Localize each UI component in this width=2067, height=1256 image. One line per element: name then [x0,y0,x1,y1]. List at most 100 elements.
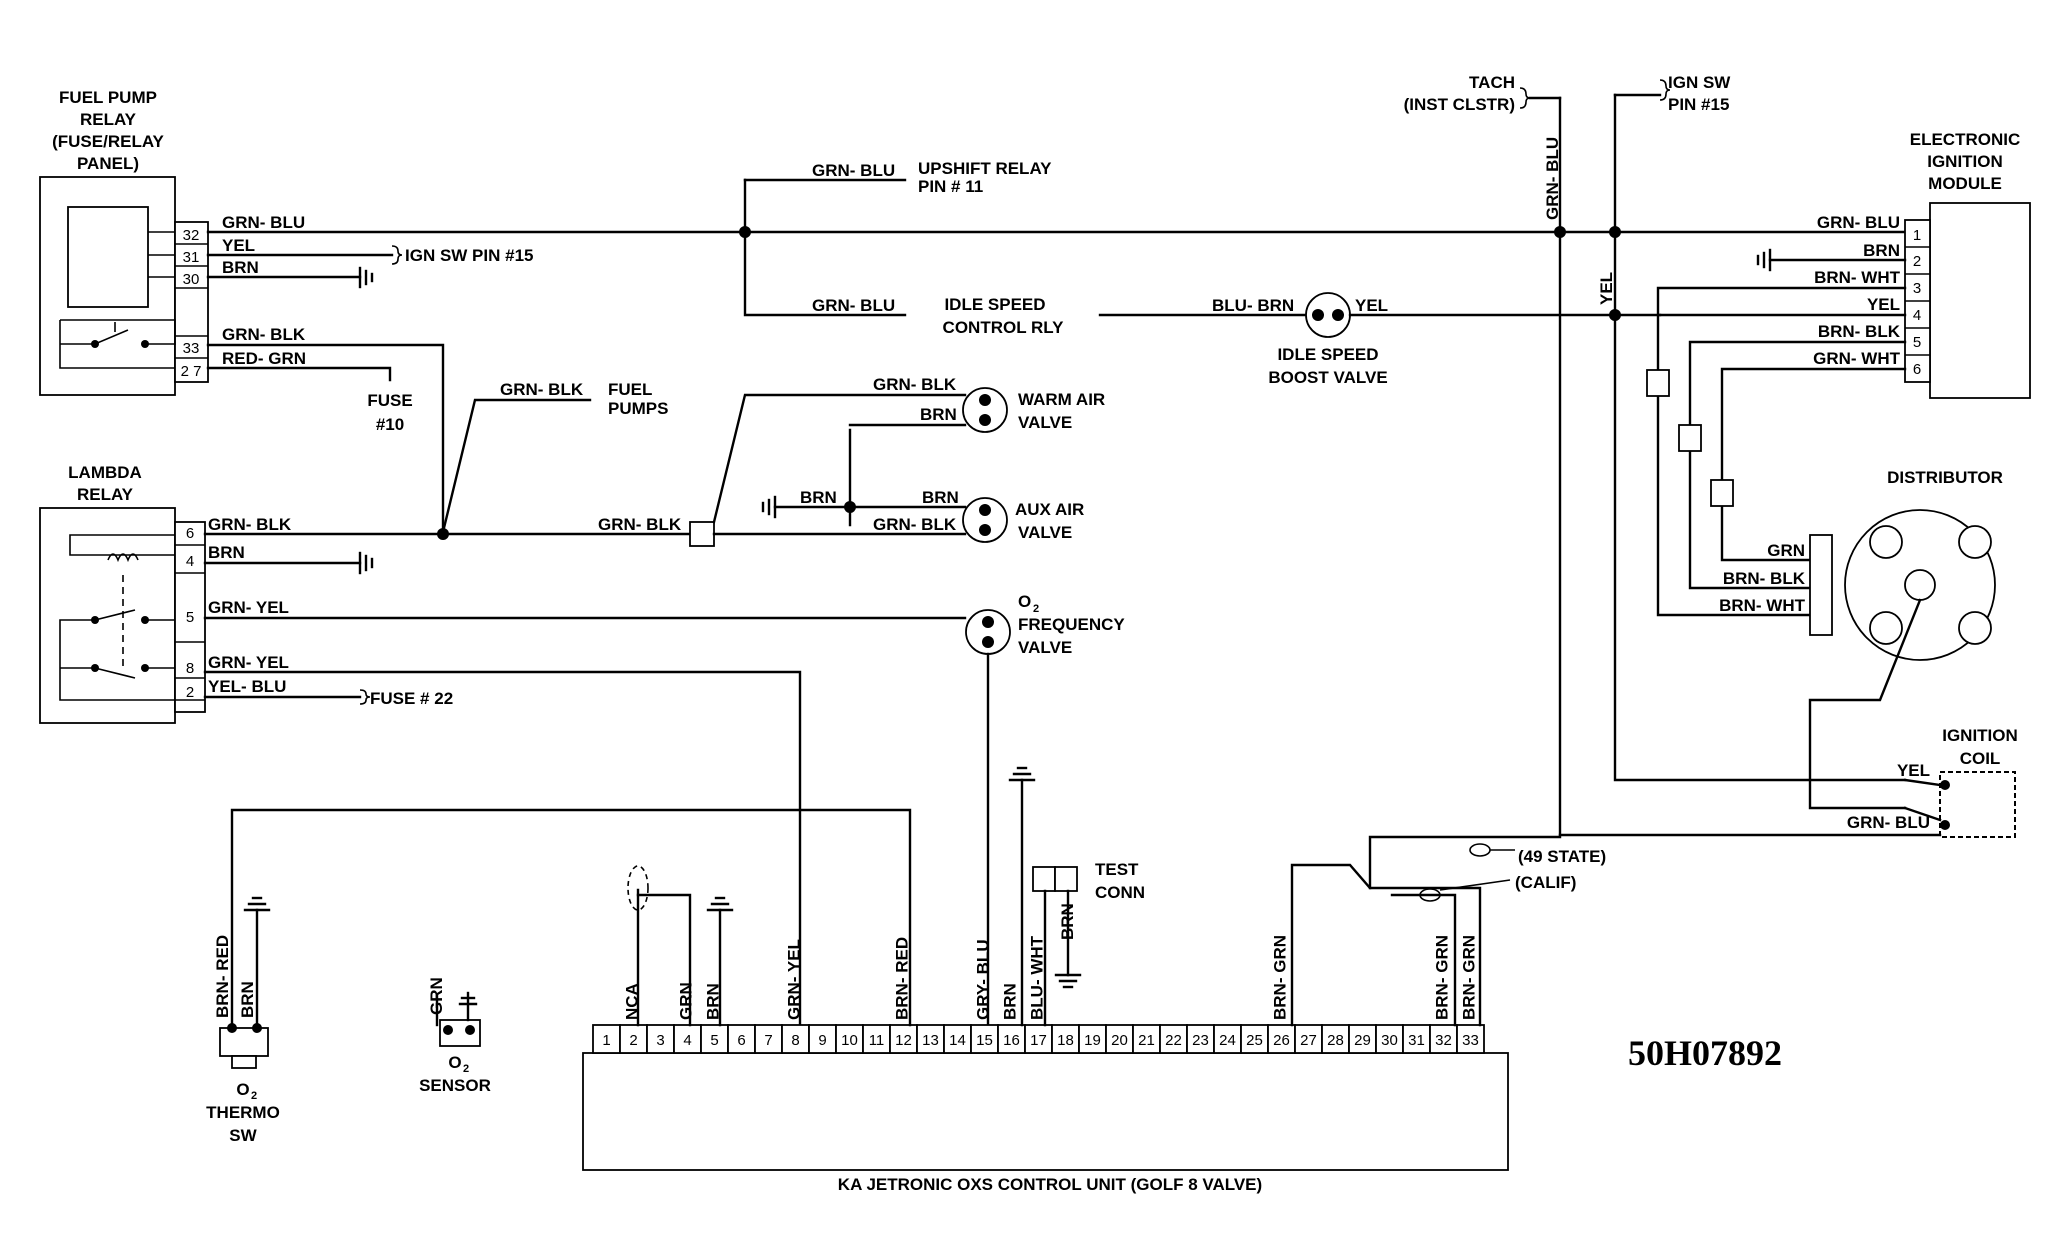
fuel-pump-relay-title-3: (FUSE/RELAY [52,132,164,151]
lr-pin-4: 4 [186,553,194,570]
idle-boost-wire-2: YEL [1355,296,1388,315]
lr-wire-4: BRN [208,543,245,562]
cu-pin-number: 32 [1435,1032,1452,1049]
cu-pin-number: 27 [1300,1032,1317,1049]
fp-wire-32: GRN- BLU [222,213,305,232]
warm-air-label-1: WARM AIR [1018,390,1105,409]
lambda-relay-box [39,507,176,724]
cu-pin-number: 21 [1138,1032,1155,1049]
aux-air-label-2: VALVE [1018,523,1072,542]
cu-pin-cell [1024,1024,1053,1054]
coil-body [1939,771,2016,838]
thermo-label-3: SW [229,1126,257,1145]
cu-pin-number: 29 [1354,1032,1371,1049]
ecm-connector-1 [1646,369,1670,397]
cu-pin-cell [835,1024,864,1054]
cu-pin-cell [808,1024,837,1054]
cu-pin-cell [1186,1024,1215,1054]
lambda-title-1: LAMBDA [68,463,142,482]
fuse10-label-2: #10 [376,415,404,434]
upshift-branch: GRN- BLU UPSHIFT RELAY PIN # 11 GRN- BLU… [739,159,1662,387]
cu-pin-cell [1051,1024,1080,1054]
cu-wire-label: BLU- WHT [1028,935,1047,1020]
aux-air-wire-1: BRN [922,488,959,507]
test-conn-label-2: CONN [1095,883,1145,902]
o2-sensor: GRN O 2 SENSOR [419,977,491,1095]
test-conn-b [1054,866,1078,892]
fuel-pumps-label-1: FUEL [608,380,652,399]
cu-wire-label: GRN [677,982,696,1020]
idle-boost-label-1: IDLE SPEED [1277,345,1378,364]
ecm-wire-4: YEL [1867,295,1900,314]
dist-wire-brn-blk: BRN- BLK [1723,569,1806,588]
cu-pin-number: 28 [1327,1032,1344,1049]
upshift-label-2: PIN # 11 [918,177,983,196]
distributor-connector [1809,534,1833,636]
state49-label: (49 STATE) [1518,847,1606,866]
idle-rly-label-2: CONTROL RLY [943,318,1065,337]
ignition-module: ELECTRONIC IGNITION MODULE 1 2 3 4 5 6 G… [1646,130,2031,617]
control-unit-caption: KA JETRONIC OXS CONTROL UNIT (GOLF 8 VAL… [838,1175,1262,1194]
fp-pin-30: 30 [183,271,200,288]
upshift-wire: GRN- BLU [812,161,895,180]
warm-air-valve [962,387,1008,433]
cu-pin-number: 23 [1192,1032,1209,1049]
test-conn-wire: BRN [1058,903,1077,940]
thermo-wire-1: BRN- RED [213,935,232,1018]
cu-pin-number: 7 [764,1032,772,1049]
distributor: DISTRIBUTOR GRN BRN- BLK BRN- WHT [1719,468,2003,810]
cu-pin-number: 3 [656,1032,664,1049]
o2-thermo-switch: BRN- RED BRN O 2 THERMO SW [206,896,280,1145]
fp-pin-31: 31 [183,249,200,266]
cu-pin-cell [781,1024,810,1054]
cu-pin-cell [1321,1024,1350,1054]
ecm-pin-1: 1 [1913,227,1921,244]
diagram-code: 50H07892 [1628,1033,1782,1073]
ecm-wire-1: GRN- BLU [1817,213,1900,232]
o2-sensor-label-1: O [448,1053,461,1072]
idle-boost-wire-1: BLU- BRN [1212,296,1294,315]
fuel-pumps-wire: GRN- BLK [500,380,584,399]
lr-wire-2: YEL- BLU [208,677,286,696]
cu-pin-cell [1402,1024,1431,1054]
ign-sw-top-2: PIN #15 [1668,95,1729,114]
ecm-pin-4: 4 [1913,307,1921,324]
cu-pin-number: 20 [1111,1032,1128,1049]
ground-symbol-test [1054,973,1082,989]
cu-pin-number: 4 [683,1032,691,1049]
cu-pin-number: 18 [1057,1032,1074,1049]
test-conn-label-1: TEST [1095,860,1139,879]
cu-pin-number: 25 [1246,1032,1263,1049]
fp-pin-27: 2 7 [181,363,202,380]
lambda-relay-wires: GRN- BLK GRN- BLK BRN GRN- YEL GRN- YEL … [203,393,967,1027]
o2-freq-label-3: VALVE [1018,638,1072,657]
ecm-wire-6: GRN- WHT [1813,349,1900,368]
cu-wire-label: BRN- GRN [1271,935,1290,1020]
coil-wire-yel: YEL [1897,761,1930,780]
ground-symbol-pin16 [1008,766,1036,782]
cu-pin-number: 6 [737,1032,745,1049]
aux-air-label-1: AUX AIR [1015,500,1084,519]
ground-symbol-lr4 [358,551,374,575]
cu-pin-number: 19 [1084,1032,1101,1049]
cu-pin-cell [1213,1024,1242,1054]
coil-wire-grn-blu: GRN- BLU [1847,813,1930,832]
ecm-pin-5: 5 [1913,334,1921,351]
cu-pin-number: 15 [976,1032,993,1049]
cu-pin-number: 26 [1273,1032,1290,1049]
cu-pin-number: 24 [1219,1032,1236,1049]
fp-wire-27: RED- GRN [222,349,306,368]
lr-wire-8: GRN- YEL [208,653,289,672]
fuel-pump-relay-title-4: PANEL) [77,154,139,173]
fp-wire-33: GRN- BLK [222,325,306,344]
ign-sw-pin15-label: IGN SW PIN #15 [405,246,533,265]
cu-pin-cell [970,1024,999,1054]
ecm-title-1: ELECTRONIC [1910,130,2021,149]
lr-pin-8: 8 [186,660,194,677]
ground-symbol-aux [761,495,777,519]
cu-wire-label: GRY- BLU [974,939,993,1020]
cu-wire-label: NCA [623,983,642,1020]
thermo-label-1: O [236,1080,249,1099]
